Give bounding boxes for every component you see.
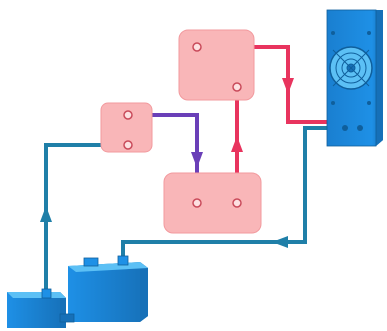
flow-arrow-down-icon <box>282 78 294 94</box>
port <box>342 125 348 131</box>
port <box>232 82 242 92</box>
port <box>357 125 363 131</box>
radiator-fan-icon <box>326 9 383 147</box>
gpu-water-block <box>163 172 262 234</box>
tube-radiator-to-reservoir <box>121 126 345 262</box>
port <box>232 198 242 208</box>
reservoir-tank-icon <box>68 255 148 322</box>
port <box>192 42 202 52</box>
pump-icon <box>7 288 75 328</box>
port <box>192 198 202 208</box>
flow-arrow-up-icon <box>40 206 52 222</box>
port <box>123 140 133 150</box>
flow-arrow-left-icon <box>272 236 288 248</box>
flow-arrow-down-icon <box>191 152 203 168</box>
port <box>123 110 133 120</box>
top-water-block <box>178 29 255 101</box>
cpu-water-block <box>100 102 153 153</box>
flow-arrow-up-icon <box>231 136 243 152</box>
